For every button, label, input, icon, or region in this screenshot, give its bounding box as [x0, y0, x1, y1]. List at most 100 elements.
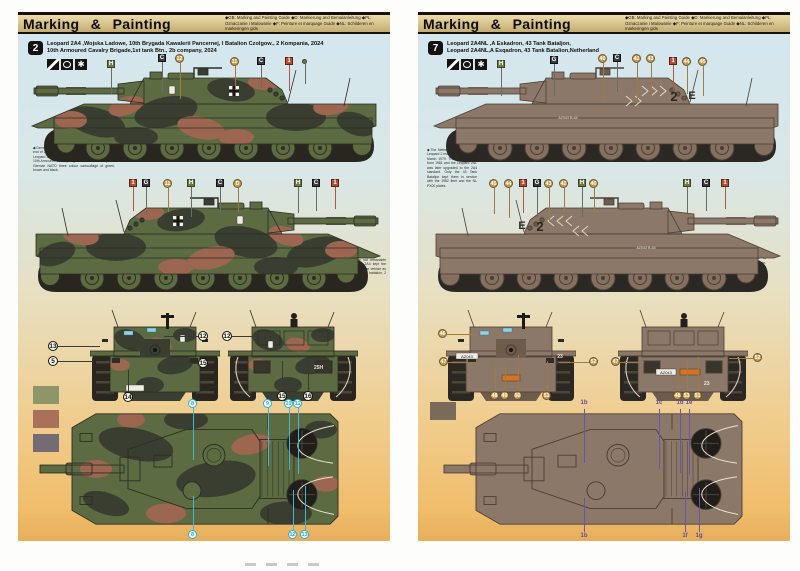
callout-label: 47: [611, 357, 620, 366]
leader-line: [504, 361, 506, 391]
leader-line: [673, 65, 674, 91]
callout-label: 9: [263, 399, 272, 408]
svg-text:25H: 25H: [314, 365, 324, 371]
leader-line: [164, 363, 198, 364]
tank-rear-view: 25H: [228, 305, 358, 405]
callout-label: 41: [632, 54, 641, 63]
callout-label: 13: [300, 530, 309, 539]
callout-label: 11: [230, 57, 239, 66]
leader-line: [537, 187, 538, 217]
callout-label: G: [550, 56, 558, 64]
callout-label: H: [683, 179, 691, 187]
callout-label: H: [187, 179, 195, 187]
leader-line: [546, 361, 548, 391]
scheme-title-line2: Leopard 2A4NL,A Esqadron, 43 Tank Batali…: [447, 47, 599, 54]
callout-label: 43: [646, 54, 655, 63]
callout-label: 14: [123, 392, 133, 402]
callout-label: 1b: [580, 533, 588, 539]
leader-line: [686, 361, 688, 391]
leader-line: [680, 409, 681, 473]
leader-line: [725, 187, 726, 209]
right-page: Marking & Painting ◆GB: Marking and Pain…: [418, 12, 790, 541]
callout-label: 1: [331, 179, 339, 187]
callout-label: 40: [589, 179, 598, 188]
svg-text:23: 23: [557, 354, 563, 360]
tank-side-view-right: 2 E AZ043 B-44: [428, 62, 788, 167]
svg-text:AZ043 B-44: AZ043 B-44: [558, 116, 577, 120]
page-header: Marking & Painting ◆GB: Marking and Pain…: [418, 12, 790, 34]
leader-line: [237, 188, 239, 212]
leader-line: [146, 187, 147, 215]
svg-text:2: 2: [670, 89, 677, 104]
leader-line: [58, 361, 94, 362]
callout-label: G: [533, 179, 541, 187]
scheme-number-badge: 2: [28, 41, 43, 55]
leader-line: [584, 498, 585, 532]
callout-label: 15: [277, 391, 287, 401]
leader-line: [128, 370, 129, 392]
callout-label: 50: [513, 391, 522, 400]
leader-line: [447, 333, 477, 335]
footer-mark: [266, 563, 277, 566]
callout-label: 12: [198, 331, 208, 341]
tank-top-view: [36, 400, 346, 538]
leader-line: [702, 66, 704, 96]
paint-swatch-bronze-green-brown: [430, 402, 456, 420]
callout-label: 11: [163, 179, 172, 188]
nation-icons: ✱: [47, 59, 87, 70]
leader-line: [517, 355, 519, 391]
callout-label: D: [233, 179, 242, 188]
leader-line: [292, 490, 294, 530]
leader-line: [697, 357, 699, 391]
callout-label: 40: [598, 54, 607, 63]
star-icon: ✱: [475, 59, 487, 70]
scheme-title-line1: Leopard 2A4 ,Wojska Ladowe, 10th Brygada…: [47, 41, 324, 47]
callout-label: 13: [48, 341, 58, 351]
callout-label: 45: [489, 179, 498, 188]
leader-line: [308, 363, 309, 391]
leader-line: [677, 365, 679, 391]
callout-label: H: [107, 60, 115, 68]
callout-label: 53: [682, 391, 691, 400]
leader-line: [232, 336, 264, 337]
callout-label: 1c: [655, 400, 663, 406]
page-title: Marking & Painting: [423, 15, 571, 32]
svg-text:AZ043 B-44: AZ043 B-44: [636, 246, 655, 250]
leader-line: [620, 361, 644, 363]
leader-line: [167, 188, 169, 212]
leader-line: [164, 336, 198, 337]
paint-swatch-nato-brown: [33, 410, 59, 428]
callout-label: 42: [559, 179, 568, 188]
leader-line: [523, 187, 524, 213]
leader-line: [304, 486, 306, 530]
callout-label: 5: [48, 356, 58, 366]
callout-label: 12: [288, 530, 297, 539]
callout-label: H: [497, 60, 505, 68]
leader-line: [192, 496, 194, 530]
leader-line: [508, 188, 510, 218]
footer-mark: [308, 563, 319, 566]
tank-top-view: [440, 400, 750, 538]
leader-line: [304, 64, 306, 84]
leader-line: [554, 64, 555, 96]
callout-label: 43: [544, 179, 553, 188]
leader-line: [282, 361, 283, 391]
leader-line: [267, 408, 269, 466]
callout-label: 10: [284, 399, 293, 408]
leader-line: [316, 187, 317, 211]
leader-line: [289, 65, 290, 91]
callout-label: [302, 59, 307, 64]
leader-line: [298, 187, 299, 213]
brush-icon: [47, 59, 59, 70]
callout-label: 15: [198, 358, 208, 368]
svg-text:AZ043: AZ043: [660, 370, 673, 375]
callout-label: C: [257, 57, 265, 65]
callout-label: 52: [753, 353, 762, 362]
callout-label: 1b: [580, 400, 588, 406]
page-content: 7 Leopard 2A4NL ,A Eskadron, 43 Tank Bat…: [418, 34, 790, 541]
leader-line: [548, 188, 550, 222]
tank-side-view-right: [26, 62, 386, 167]
leader-line: [729, 357, 753, 359]
leader-line: [699, 488, 700, 532]
leader-line: [563, 188, 565, 216]
